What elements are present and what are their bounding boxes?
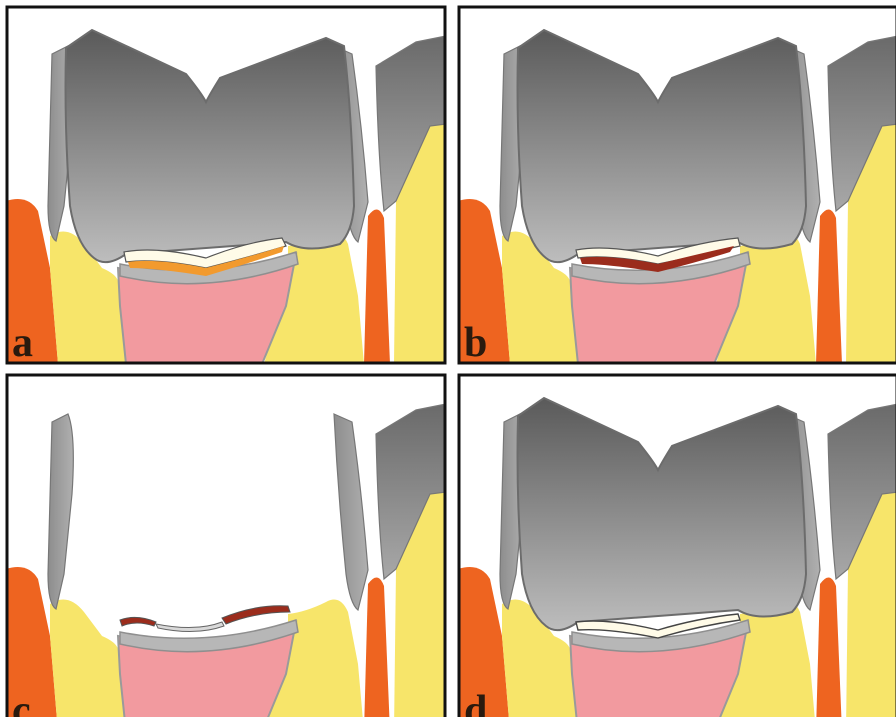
panel-d: d: [458, 374, 896, 717]
panel-c: c: [6, 374, 446, 717]
panel-b: b: [458, 6, 896, 366]
panel-a: a: [6, 6, 446, 366]
panel-c-content: [6, 374, 446, 717]
panel-b-content: [458, 6, 896, 364]
panel-d-content: [458, 374, 896, 717]
panel-label-c: c: [12, 688, 31, 717]
panel-label-b: b: [464, 320, 487, 366]
panel-a-content: [6, 6, 446, 364]
panel-label-d: d: [464, 688, 487, 717]
panel-label-a: a: [12, 320, 33, 366]
